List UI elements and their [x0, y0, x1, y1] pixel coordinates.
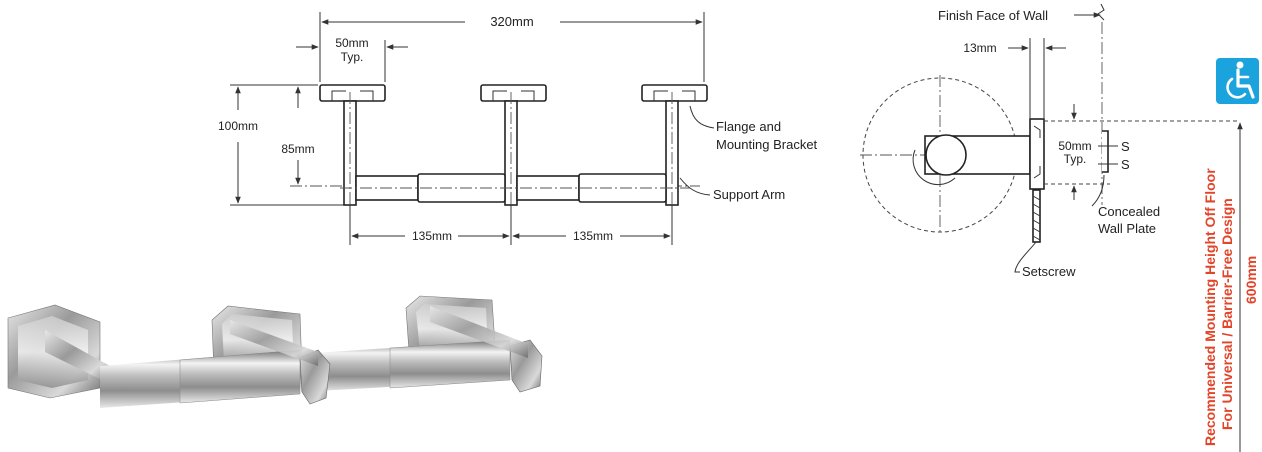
flange-callout-line1: Flange and	[716, 119, 781, 134]
support-arm-side	[912, 134, 1031, 186]
plate-spacing-note: Typ.	[1064, 152, 1087, 166]
mounting-height-value: 600mm	[1243, 256, 1259, 304]
finish-face-callout: Finish Face of Wall	[938, 3, 1105, 205]
overall-width-dimension: 320mm	[319, 12, 705, 82]
flange-left	[319, 84, 386, 102]
support-arm-callout: Support Arm	[679, 177, 785, 202]
mounting-height-dimension: Recommended Mounting Height Off Floor Fo…	[1202, 122, 1259, 452]
concealed-wall-plate: 50mm Typ. S S Concealed Wall Plate	[1044, 104, 1240, 236]
overall-width-label: 320mm	[490, 14, 533, 29]
front-view: 320mm 50mm Typ. 100mm 85mm	[218, 12, 818, 245]
spacing-left-label: 135mm	[412, 229, 452, 243]
product-photo	[7, 295, 543, 408]
flange-callout: Flange and Mounting Bracket	[689, 105, 818, 152]
setscrew: Setscrew	[1014, 189, 1076, 279]
spacing-dimension: 135mm 135mm	[349, 205, 673, 245]
flange-depth-dimension: 13mm	[963, 38, 1066, 118]
flange-side	[1029, 118, 1045, 190]
arm-height-label: 85mm	[281, 142, 314, 156]
plate-spacing-label: 50mm	[1058, 139, 1091, 153]
mounting-line1: Recommended Mounting Height Off Floor	[1202, 168, 1218, 446]
overall-height-dimension: 100mm	[218, 84, 345, 206]
flange-width-dimension: 50mm Typ.	[296, 36, 408, 82]
mounting-line2: For Universal / Barrier-Free Design	[1219, 198, 1235, 430]
overall-height-label: 100mm	[218, 119, 258, 133]
flange-callout-line2: Mounting Bracket	[716, 137, 818, 152]
flange-right	[641, 84, 708, 102]
spacing-right-label: 135mm	[573, 229, 613, 243]
setscrew-label: Setscrew	[1022, 264, 1076, 279]
s-label-top: S	[1121, 139, 1130, 154]
flange-depth-label: 13mm	[963, 41, 996, 55]
side-view: Finish Face of Wall 13mm	[860, 3, 1240, 279]
finish-face-label: Finish Face of Wall	[938, 8, 1048, 23]
s-label-bottom: S	[1121, 157, 1130, 172]
accessibility-icon	[1216, 58, 1259, 104]
concealed-line2: Wall Plate	[1098, 221, 1156, 236]
flange-width-note: Typ.	[341, 50, 364, 64]
flange-width-label: 50mm	[335, 36, 368, 50]
flange-middle	[480, 84, 547, 102]
support-arm-label: Support Arm	[713, 187, 785, 202]
concealed-line1: Concealed	[1098, 204, 1160, 219]
